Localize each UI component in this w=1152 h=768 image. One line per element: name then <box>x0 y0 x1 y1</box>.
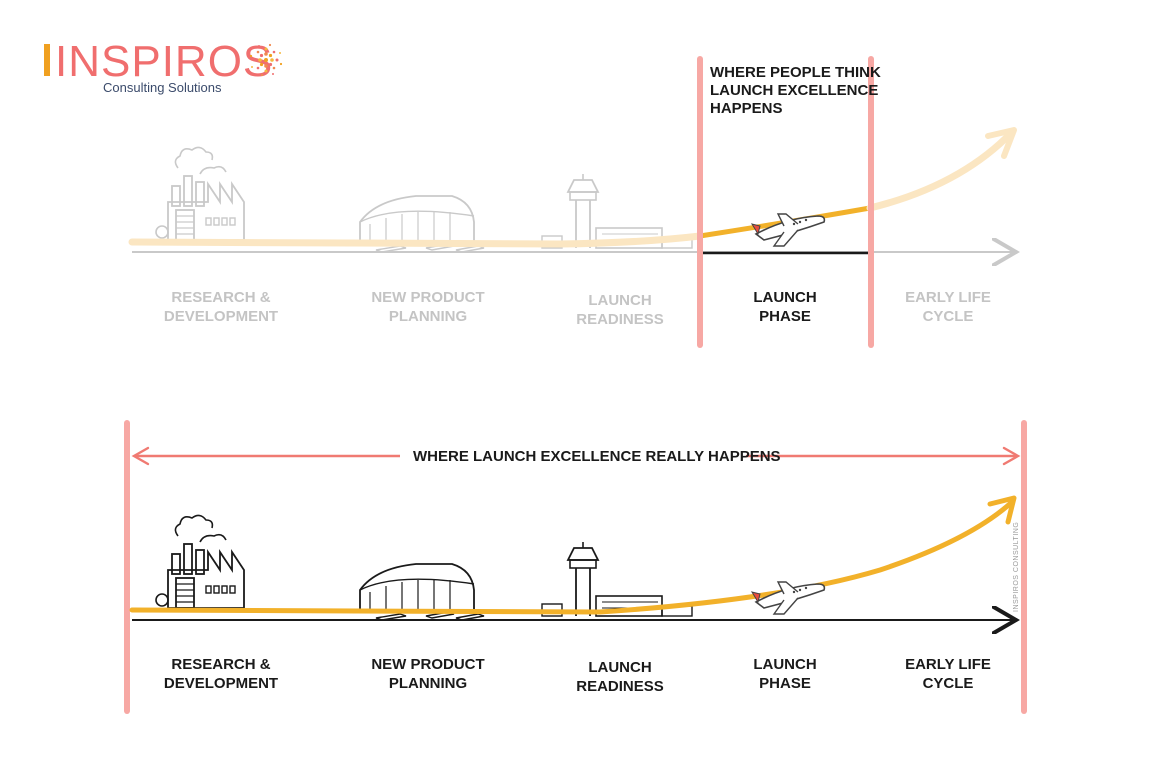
growth-arrowhead <box>987 495 1017 525</box>
stage-label-launch-phase: LAUNCH PHASE <box>753 289 816 325</box>
callout-line-2: LAUNCH EXCELLENCE <box>710 82 878 99</box>
launch-phase-right-bar <box>868 56 874 348</box>
growth-curve-faded-right <box>866 128 1016 212</box>
growth-curve-faded-left <box>128 232 704 248</box>
stage-label-line: DEVELOPMENT <box>164 675 278 692</box>
bottom-panel: WHERE LAUNCH EXCELLENCE REALLY HAPPENS I… <box>124 420 1027 714</box>
launch-phase-left-bar <box>697 56 703 348</box>
stage-label-line: LAUNCH <box>588 659 651 676</box>
stage-label-line: EARLY LIFE <box>905 289 991 306</box>
stage-label-readiness: LAUNCH READINESS <box>576 292 664 328</box>
stage-label-line: DEVELOPMENT <box>164 308 278 325</box>
airplane-icon <box>751 213 826 247</box>
stage-label-early-life: EARLY LIFE CYCLE <box>905 289 991 325</box>
stage-label-line: READINESS <box>576 311 664 328</box>
callout-line-3: HAPPENS <box>710 100 783 117</box>
callout-text: WHERE PEOPLE THINK LAUNCH EXCELLENCE HAP… <box>710 64 881 117</box>
stage-label-planning: NEW PRODUCT PLANNING <box>371 656 484 692</box>
stage-label-line: LAUNCH <box>753 289 816 306</box>
stage-label-line: READINESS <box>576 678 664 695</box>
stage-label-research: RESEARCH & DEVELOPMENT <box>164 289 278 325</box>
callout-line-1: WHERE PEOPLE THINK <box>710 64 881 81</box>
logo-wordmark: INSPIROS <box>55 37 273 86</box>
stage-label-launch-phase: LAUNCH PHASE <box>753 656 816 692</box>
stage-label-early-life: EARLY LIFE CYCLE <box>905 656 991 692</box>
logo-tagline: Consulting Solutions <box>103 80 222 95</box>
stage-label-line: EARLY LIFE <box>905 656 991 673</box>
stage-label-line: NEW PRODUCT <box>371 656 484 673</box>
full-span-left-bar <box>124 420 130 714</box>
airplane-icon <box>751 581 826 615</box>
banner-text: WHERE LAUNCH EXCELLENCE REALLY HAPPENS <box>413 448 781 465</box>
stage-label-line: RESEARCH & <box>171 656 270 673</box>
stage-label-planning: NEW PRODUCT PLANNING <box>371 289 484 325</box>
full-span-right-bar <box>1021 420 1027 714</box>
banner-arrowhead-left <box>131 446 150 466</box>
stage-label-line: PLANNING <box>389 675 467 692</box>
stage-label-line: PLANNING <box>389 308 467 325</box>
banner-arrowhead-right <box>1002 446 1021 466</box>
growth-arrowhead-faded <box>985 127 1017 159</box>
factory-icon-faded <box>155 146 245 241</box>
stage-label-readiness: LAUNCH READINESS <box>576 659 664 695</box>
sunburst-icon <box>249 43 283 77</box>
brand-logo: INSPIROS Consulting Solutions <box>44 37 283 95</box>
stage-label-line: CYCLE <box>923 675 974 692</box>
stage-label-research: RESEARCH & DEVELOPMENT <box>164 656 278 692</box>
stage-label-line: LAUNCH <box>588 292 651 309</box>
stage-label-line: CYCLE <box>923 308 974 325</box>
stage-label-line: NEW PRODUCT <box>371 289 484 306</box>
stage-label-line: PHASE <box>759 308 811 325</box>
factory-icon <box>155 514 245 609</box>
stage-label-line: RESEARCH & <box>171 289 270 306</box>
top-panel: WHERE PEOPLE THINK LAUNCH EXCELLENCE HAP… <box>128 56 1017 348</box>
stage-label-line: PHASE <box>759 675 811 692</box>
vertical-credit: INSPIROS CONSULTING <box>1013 522 1020 612</box>
growth-curve <box>129 499 1015 615</box>
stage-label-line: LAUNCH <box>753 656 816 673</box>
logo-accent-bar <box>44 44 50 76</box>
